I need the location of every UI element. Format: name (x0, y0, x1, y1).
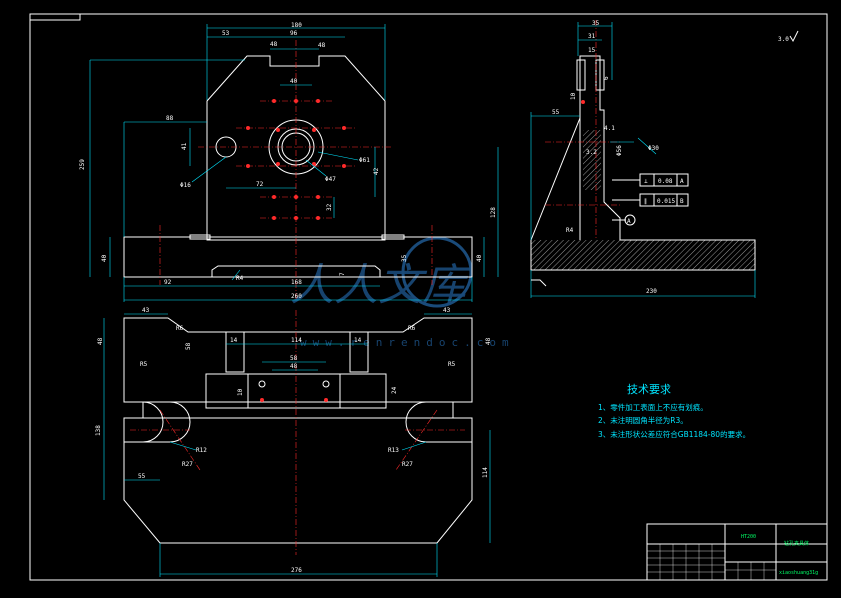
svg-text:15: 15 (588, 47, 596, 54)
tech-req-item-2: 2、未注明圆角半径为R3。 (598, 415, 688, 425)
svg-text:72: 72 (256, 181, 264, 188)
part-name: 钻孔夹具体 (784, 540, 809, 547)
svg-text:R5: R5 (140, 361, 148, 368)
svg-text:24: 24 (391, 386, 398, 394)
svg-text:168: 168 (291, 279, 302, 286)
svg-text:⊥: ⊥ (644, 178, 648, 185)
tech-req-item-3: 3、未注形状公差应符合GB1184-80的要求。 (598, 429, 750, 439)
svg-text:230: 230 (646, 288, 657, 295)
svg-text:Φ61: Φ61 (359, 157, 370, 164)
svg-text:35: 35 (401, 254, 408, 262)
title-block: HT200 钻孔夹具体 xiaoshuang31g (646, 523, 828, 581)
svg-text:R13: R13 (388, 447, 399, 454)
tolerance-frame-1: ⊥ 0.08 A (612, 173, 689, 187)
watermark-text: 人人文库 (290, 260, 473, 311)
svg-text:41: 41 (181, 142, 188, 150)
svg-text:31: 31 (588, 33, 596, 40)
svg-text:55: 55 (552, 109, 560, 116)
svg-text:14: 14 (230, 337, 238, 344)
svg-text:3.2: 3.2 (586, 149, 597, 156)
bolt-holes (246, 99, 346, 220)
svg-text:A: A (627, 218, 631, 225)
svg-text:R5: R5 (448, 361, 456, 368)
svg-text:Φ30: Φ30 (648, 145, 659, 152)
svg-text:B: B (680, 198, 684, 205)
svg-text:10: 10 (237, 388, 244, 396)
svg-text:58: 58 (290, 355, 298, 362)
top-view: 43 43 48 48 R6 R6 R5 R5 114 14 14 58 58 … (95, 307, 492, 577)
svg-text:R27: R27 (182, 461, 193, 468)
material-label: HT200 (741, 534, 756, 540)
svg-text:48: 48 (485, 337, 492, 345)
svg-text:114: 114 (482, 467, 489, 478)
side-view: 35 31 15 10 6 55 3.2 4.1 Φ56 Φ30 230 R4 … (530, 20, 756, 298)
front-view: 180 53 96 48 48 40 259 88 41 Φ61 Φ16 Φ47… (79, 22, 499, 302)
watermark: 人人文库 www.renrendoc.com (290, 236, 515, 349)
svg-text:128: 128 (490, 207, 497, 218)
svg-text:0.015: 0.015 (657, 198, 675, 205)
svg-text:40: 40 (290, 78, 298, 85)
svg-text:A: A (680, 178, 684, 185)
technical-requirements: 技术要求 1、零件加工表面上不应有划痕。 2、未注明圆角半径为R3。 3、未注形… (598, 383, 750, 439)
svg-text:6: 6 (603, 76, 610, 80)
svg-text:43: 43 (443, 307, 451, 314)
svg-text:R6: R6 (176, 325, 184, 332)
svg-text:96: 96 (290, 30, 298, 37)
roughness-mark: 3.0 (778, 30, 799, 43)
svg-text:92: 92 (164, 279, 172, 286)
svg-text:Φ56: Φ56 (616, 145, 623, 156)
svg-text:R6: R6 (408, 325, 416, 332)
svg-text:138: 138 (95, 425, 102, 436)
svg-text:Φ16: Φ16 (180, 182, 191, 189)
watermark-url: www.renrendoc.com (300, 336, 515, 349)
svg-text:40: 40 (101, 254, 108, 262)
svg-text:42: 42 (373, 167, 380, 175)
svg-text:58: 58 (185, 342, 192, 350)
svg-text:∥: ∥ (644, 198, 647, 205)
svg-text:114: 114 (291, 337, 302, 344)
svg-text:259: 259 (79, 159, 86, 170)
svg-text:Φ47: Φ47 (325, 176, 336, 183)
svg-text:R12: R12 (196, 447, 207, 454)
svg-text:3.0: 3.0 (778, 36, 789, 43)
svg-text:R27: R27 (402, 461, 413, 468)
drawing-border (29, 13, 828, 581)
svg-text:40: 40 (476, 254, 483, 262)
svg-text:7: 7 (339, 272, 346, 276)
front-dimensions: 180 53 96 48 48 40 259 88 41 Φ61 Φ16 Φ47… (79, 22, 499, 302)
svg-text:276: 276 (291, 567, 302, 574)
svg-text:55: 55 (138, 473, 146, 480)
tolerance-frame-2: ∥ 0.015 B (612, 193, 689, 207)
svg-text:35: 35 (592, 20, 600, 27)
svg-text:R4: R4 (566, 227, 574, 234)
svg-text:10: 10 (570, 92, 577, 100)
svg-text:48: 48 (270, 41, 278, 48)
svg-text:88: 88 (166, 115, 174, 122)
svg-text:R4: R4 (236, 275, 244, 282)
svg-text:32: 32 (326, 203, 333, 211)
corner-tab (30, 14, 81, 21)
svg-text:48: 48 (97, 337, 104, 345)
tech-req-title: 技术要求 (627, 383, 671, 396)
svg-text:48: 48 (318, 42, 326, 49)
svg-text:0.08: 0.08 (658, 178, 673, 185)
svg-text:43: 43 (142, 307, 150, 314)
designer: xiaoshuang31g (779, 570, 818, 576)
svg-text:14: 14 (354, 337, 362, 344)
datum-marker: A (612, 214, 636, 226)
svg-text:260: 260 (291, 293, 302, 300)
svg-text:53: 53 (222, 30, 230, 37)
svg-text:48: 48 (290, 363, 298, 370)
svg-text:4.1: 4.1 (604, 125, 615, 132)
tech-req-item-1: 1、零件加工表面上不应有划痕。 (598, 402, 708, 412)
svg-text:180: 180 (291, 22, 302, 29)
